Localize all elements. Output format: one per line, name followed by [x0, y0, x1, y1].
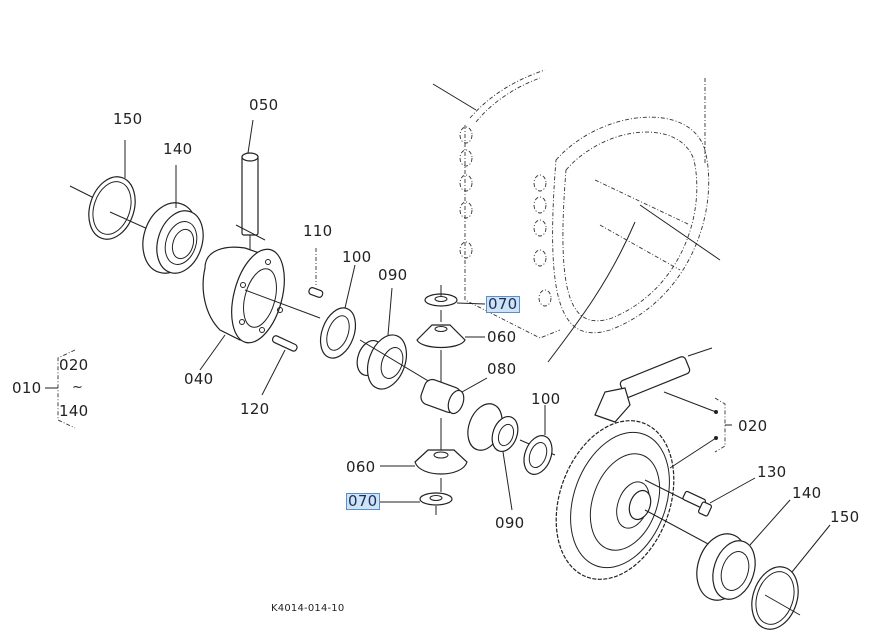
part-label-090-bottom[interactable]: 090: [495, 514, 525, 532]
transmission-housing: [432, 69, 721, 363]
part-090-side-gear-top: [356, 287, 461, 401]
assembly-label-010[interactable]: 010: [12, 379, 42, 397]
part-150-seal-left: [69, 140, 136, 240]
part-label-110[interactable]: 110: [303, 222, 333, 240]
part-140-bearing-right: [696, 499, 791, 601]
part-label-090-top[interactable]: 090: [378, 266, 408, 284]
part-label-050[interactable]: 050: [249, 96, 279, 114]
part-label-070-bottom[interactable]: 070: [346, 492, 380, 510]
part-090-side-gear-bottom: [467, 403, 556, 511]
part-020-ring-gear: [555, 420, 717, 580]
part-070-washer-top: [424, 285, 486, 307]
assembly-range-start: 020: [59, 356, 89, 374]
part-label-100-right[interactable]: 100: [531, 390, 561, 408]
part-label-150-left[interactable]: 150: [113, 110, 143, 128]
part-label-150-right[interactable]: 150: [830, 508, 860, 526]
assembly-range-end: 140: [59, 402, 89, 420]
part-140-bearing-left: [109, 165, 204, 274]
part-label-140-right[interactable]: 140: [792, 484, 822, 502]
part-120-pin: [261, 335, 298, 396]
part-100-washer-top: [319, 264, 357, 359]
part-070-washer-bottom: [380, 478, 453, 515]
part-label-130[interactable]: 130: [757, 463, 787, 481]
part-050-pin: [235, 119, 266, 250]
part-110-dowel: [308, 248, 324, 298]
part-label-120[interactable]: 120: [240, 400, 270, 418]
part-100-washer-right: [523, 405, 553, 475]
part-label-100-top[interactable]: 100: [342, 248, 372, 266]
part-label-060-bottom[interactable]: 060: [346, 458, 376, 476]
assembly-group-bracket: [45, 349, 76, 429]
part-080-shaft: [420, 377, 488, 415]
part-040-differential-case: [199, 246, 321, 371]
part-060-pinion-bottom: [380, 418, 468, 475]
part-label-020[interactable]: 020: [738, 417, 768, 435]
part-label-040[interactable]: 040: [184, 370, 214, 388]
part-label-070-top[interactable]: 070: [486, 295, 520, 313]
part-020-pinion-shaft: [594, 347, 732, 453]
part-130-bolt: [644, 477, 756, 517]
part-label-140-left[interactable]: 140: [163, 140, 193, 158]
drawing-code: K4014-014-10: [271, 603, 345, 614]
part-label-080[interactable]: 080: [487, 360, 517, 378]
part-060-pinion-top: [416, 310, 485, 385]
part-150-seal-right: [751, 524, 831, 630]
assembly-range-separator: ~: [72, 380, 84, 395]
part-label-060-top[interactable]: 060: [487, 328, 517, 346]
